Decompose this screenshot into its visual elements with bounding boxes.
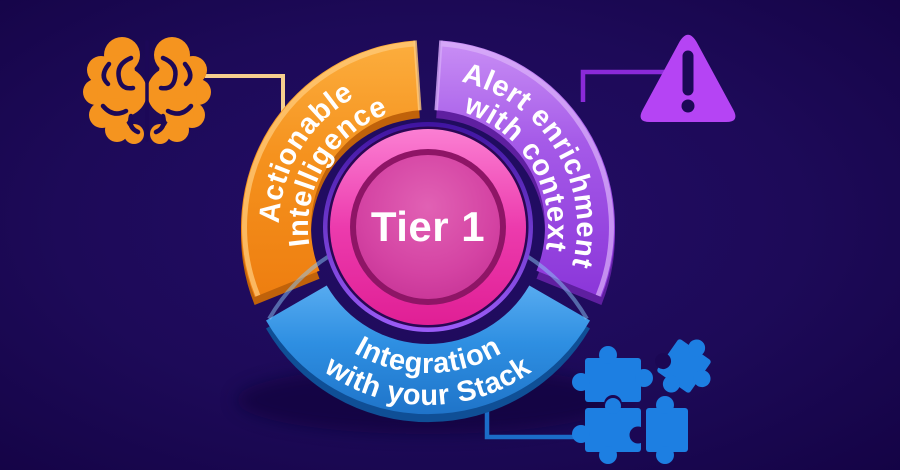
exclamation-dot (681, 99, 695, 113)
segment-alert-enrichment (434, 40, 615, 305)
brain-icon (83, 37, 211, 144)
segment-end-highlight (413, 40, 422, 111)
segment-outer-highlight (440, 41, 614, 297)
segment-body (436, 40, 615, 297)
puzzle-piece-detached (655, 339, 711, 393)
brain-connector-line (205, 74, 285, 114)
puzzle-piece-bottom-left (572, 398, 647, 464)
center-button (323, 122, 533, 332)
segment-integration (266, 225, 590, 423)
center-tier-label: Tier 1 (371, 203, 485, 250)
puzzle-piece-bottom-right (646, 396, 688, 464)
segment-end-highlight (434, 40, 443, 111)
warning-triangle-icon (640, 34, 736, 122)
brain-detail-lines (100, 40, 194, 142)
segment-body (241, 40, 420, 297)
puzzle-pieces-icon (572, 339, 711, 464)
triangle-connector-line (580, 69, 672, 102)
segment-actionable-intelligence (241, 40, 422, 305)
segment-outer-highlight (242, 41, 416, 297)
segment-body (266, 285, 590, 415)
button-face (356, 155, 500, 299)
